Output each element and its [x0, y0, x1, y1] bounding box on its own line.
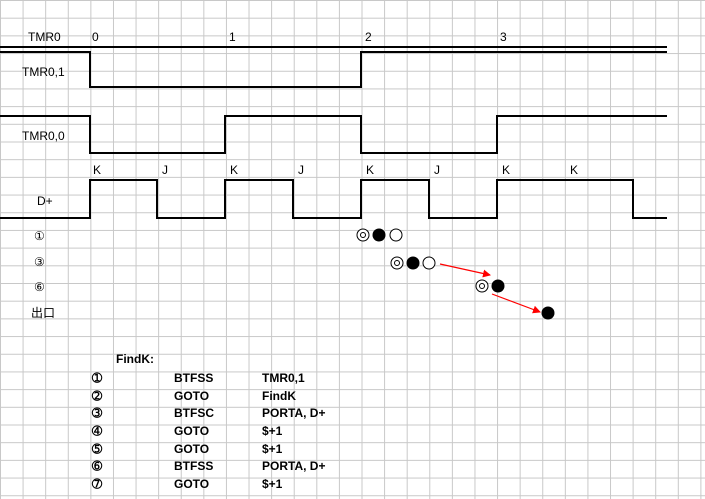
code-line-4: ➃ GOTO $+1 — [0, 422, 705, 439]
sample-markers-step-1 — [356, 228, 403, 242]
opcode: GOTO — [174, 477, 210, 491]
operand: $+1 — [262, 477, 283, 491]
opcode: GOTO — [174, 442, 210, 456]
exit-marker — [541, 306, 555, 320]
tmr0-tick: 1 — [229, 30, 236, 44]
d-plus-bit-mark: J — [434, 163, 440, 177]
line-number: ➆ — [92, 477, 103, 491]
tmr0-1-waveform — [0, 51, 667, 88]
line-number: ➂ — [92, 406, 103, 420]
signal-label-tmr0-1: TMR0,1 — [22, 65, 65, 79]
line-number: ➅ — [92, 459, 103, 473]
d-plus-bit-mark: J — [162, 163, 168, 177]
step-label-exit: 出口 — [31, 306, 55, 320]
tmr0-tick: 3 — [500, 30, 507, 44]
step-label-3: ③ — [34, 255, 45, 269]
d-plus-bit-mark: J — [298, 163, 304, 177]
d-plus-bit-mark: K — [366, 163, 374, 177]
code-line-5: ➄ GOTO $+1 — [0, 440, 705, 457]
opcode: GOTO — [174, 424, 210, 438]
code-line-2: ➁ GOTO FindK — [0, 387, 705, 404]
code-line-3: ➂ BTFSC PORTA, D+ — [0, 404, 705, 421]
opcode: BTFSC — [174, 406, 214, 420]
code-label-findk: FindK: — [116, 352, 154, 366]
opcode: BTFSS — [174, 459, 214, 473]
line-number: ➀ — [92, 371, 103, 385]
tmr0-tick: 0 — [92, 30, 99, 44]
operand: FindK — [262, 389, 296, 403]
code-line-1: ➀ BTFSS TMR0,1 — [0, 369, 705, 386]
step-label-6: ⑥ — [34, 280, 45, 294]
d-plus-bit-mark: K — [93, 163, 101, 177]
tmr0-tick: 2 — [365, 30, 372, 44]
d-plus-bit-mark: K — [230, 163, 238, 177]
d-plus-waveform — [0, 179, 667, 219]
timing-diagram: TMR0 TMR0,1 TMR0,0 D+ 0 1 2 3 K J K J K … — [0, 30, 667, 320]
sample-markers-step-6 — [475, 279, 505, 293]
line-number: ➁ — [92, 389, 103, 403]
line-number: ➄ — [92, 442, 103, 456]
operand: $+1 — [262, 442, 283, 456]
operand: TMR0,1 — [262, 371, 305, 385]
signal-label-tmr0-0: TMR0,0 — [22, 129, 65, 143]
arrow-step3-to-step6 — [439, 263, 491, 278]
code-line-6: ➅ BTFSS PORTA, D+ — [0, 457, 705, 474]
operand: PORTA, D+ — [262, 459, 326, 473]
step-label-1: ① — [34, 229, 45, 243]
arrow-step6-to-exit — [491, 293, 541, 314]
d-plus-bit-mark: K — [570, 163, 578, 177]
d-plus-bit-mark: K — [502, 163, 510, 177]
opcode: GOTO — [174, 389, 210, 403]
signal-label-d-plus: D+ — [37, 194, 53, 208]
opcode: BTFSS — [174, 371, 214, 385]
code-line-7: ➆ GOTO $+1 — [0, 475, 705, 492]
sample-markers-step-3 — [390, 256, 436, 270]
line-number: ➃ — [92, 424, 103, 438]
signal-label-tmr0: TMR0 — [28, 30, 61, 44]
operand: $+1 — [262, 424, 283, 438]
operand: PORTA, D+ — [262, 406, 326, 420]
tmr0-0-waveform — [0, 115, 667, 154]
